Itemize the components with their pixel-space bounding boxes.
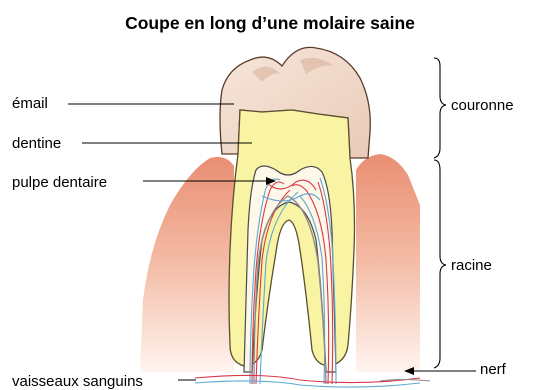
brace-couronne [434,58,446,158]
label-email: émail [12,95,48,112]
label-pulpe: pulpe dentaire [12,174,107,191]
label-nerf: nerf [480,361,507,378]
brace-racine [434,160,446,368]
label-couronne: couronne [451,97,514,114]
gum-right [356,154,420,372]
label-vaisseaux: vaisseaux sanguins [12,373,143,390]
bottom-vessels [195,375,430,387]
diagram-title: Coupe en long d’une molaire saine [125,13,415,33]
label-dentine: dentine [12,135,61,152]
gum [140,157,234,372]
label-racine: racine [451,257,492,274]
